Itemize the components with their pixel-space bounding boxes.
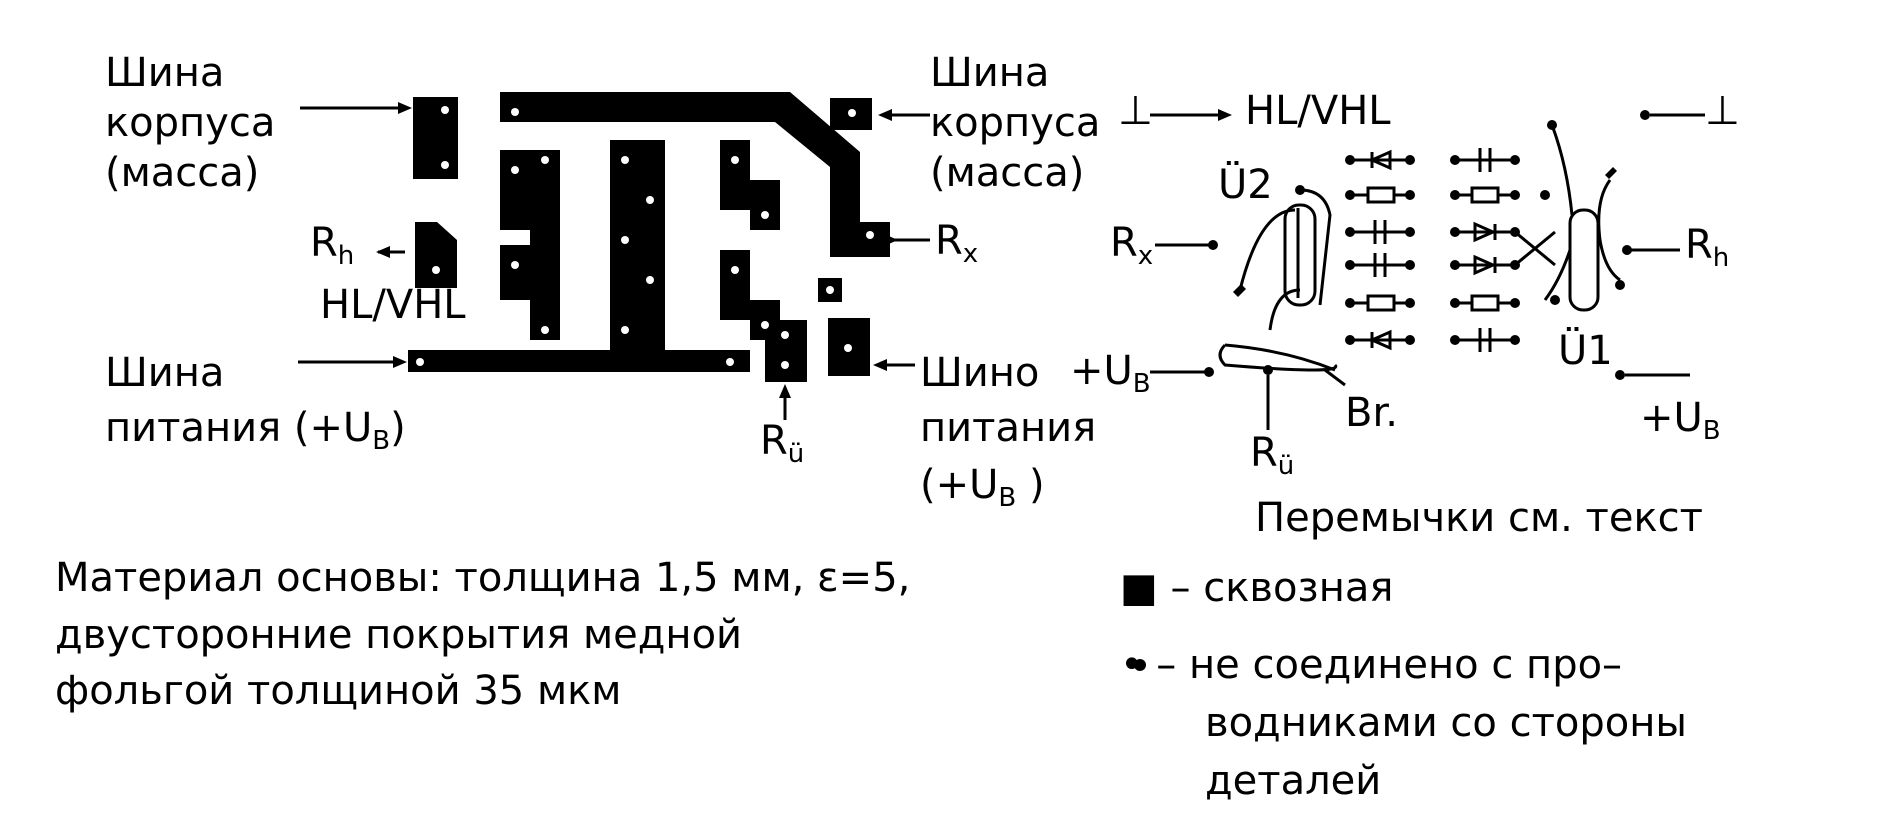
ground-bus-right-line3: (масса) <box>930 150 1085 196</box>
ru-label-left: Rü <box>760 418 805 469</box>
through-marker <box>1134 585 1150 597</box>
jumper-row-6 <box>1345 328 1520 352</box>
rx-label-right: Rx <box>1110 220 1154 271</box>
jumper-row-4 <box>1345 230 1556 277</box>
jumpers-note: Перемычки см. текст <box>1255 495 1703 541</box>
rh-label-right: Rh <box>1685 222 1730 273</box>
ground-bus-left-line3: (масса) <box>105 150 260 196</box>
jumper-row-5 <box>1345 294 1520 312</box>
power-bus-right-line1: Шино <box>920 350 1040 396</box>
ub-label-right: +UB <box>1640 395 1721 446</box>
u1-label: Ü1 <box>1558 328 1613 374</box>
legend-not-connected-line1: • – не соединено с про– <box>1120 642 1623 688</box>
pcb-holes <box>416 106 874 369</box>
ground-symbol-right: ⊥ <box>1705 88 1740 134</box>
hl-vhl-label-right: HL/VHL <box>1245 88 1391 134</box>
ground-bus-left-line2: корпуса <box>105 100 276 146</box>
jumper-row-2 <box>1345 186 1520 204</box>
hl-vhl-label-left: HL/VHL <box>320 282 466 328</box>
ru-label-right: Rü <box>1250 430 1295 481</box>
legend-through: ■ – сквозная <box>1120 565 1394 611</box>
ground-bus-right-line1: Шина <box>930 50 1050 96</box>
legend-not-connected-line2: водниками со стороны <box>1205 700 1687 746</box>
ground-symbol-left: ⊥ <box>1118 88 1153 134</box>
ub-label-left: +UB <box>1070 348 1151 399</box>
power-bus-left-line1: Шина <box>105 350 225 396</box>
ground-bus-left-line1: Шина <box>105 50 225 96</box>
br-label: Br. <box>1345 390 1398 436</box>
power-bus-right-line2: питания <box>920 405 1097 451</box>
power-bus-right-line3: (+UB ) <box>920 462 1045 513</box>
pcb-traces <box>408 92 890 382</box>
rx-label-left: Rx <box>935 218 979 269</box>
schematic-wires <box>1150 109 1705 430</box>
u2-label: Ü2 <box>1218 162 1273 208</box>
rh-label-left: Rh <box>310 220 355 271</box>
material-note-line3: фольгой толщиной 35 мкм <box>55 668 622 714</box>
legend-not-connected-line3: деталей <box>1205 758 1382 804</box>
jumper-row-1 <box>1345 148 1520 172</box>
pcb-arrows <box>298 102 930 420</box>
material-note-line1: Материал основы: толщина 1,5 мм, ε=5, <box>55 555 911 601</box>
dot-marker <box>1134 659 1146 671</box>
jumper-row-3 <box>1345 220 1520 244</box>
power-bus-left-line2: питания (+UB) <box>105 405 406 456</box>
material-note-line2: двусторонние покрытия медной <box>55 612 743 658</box>
ground-bus-right-line2: корпуса <box>930 100 1101 146</box>
